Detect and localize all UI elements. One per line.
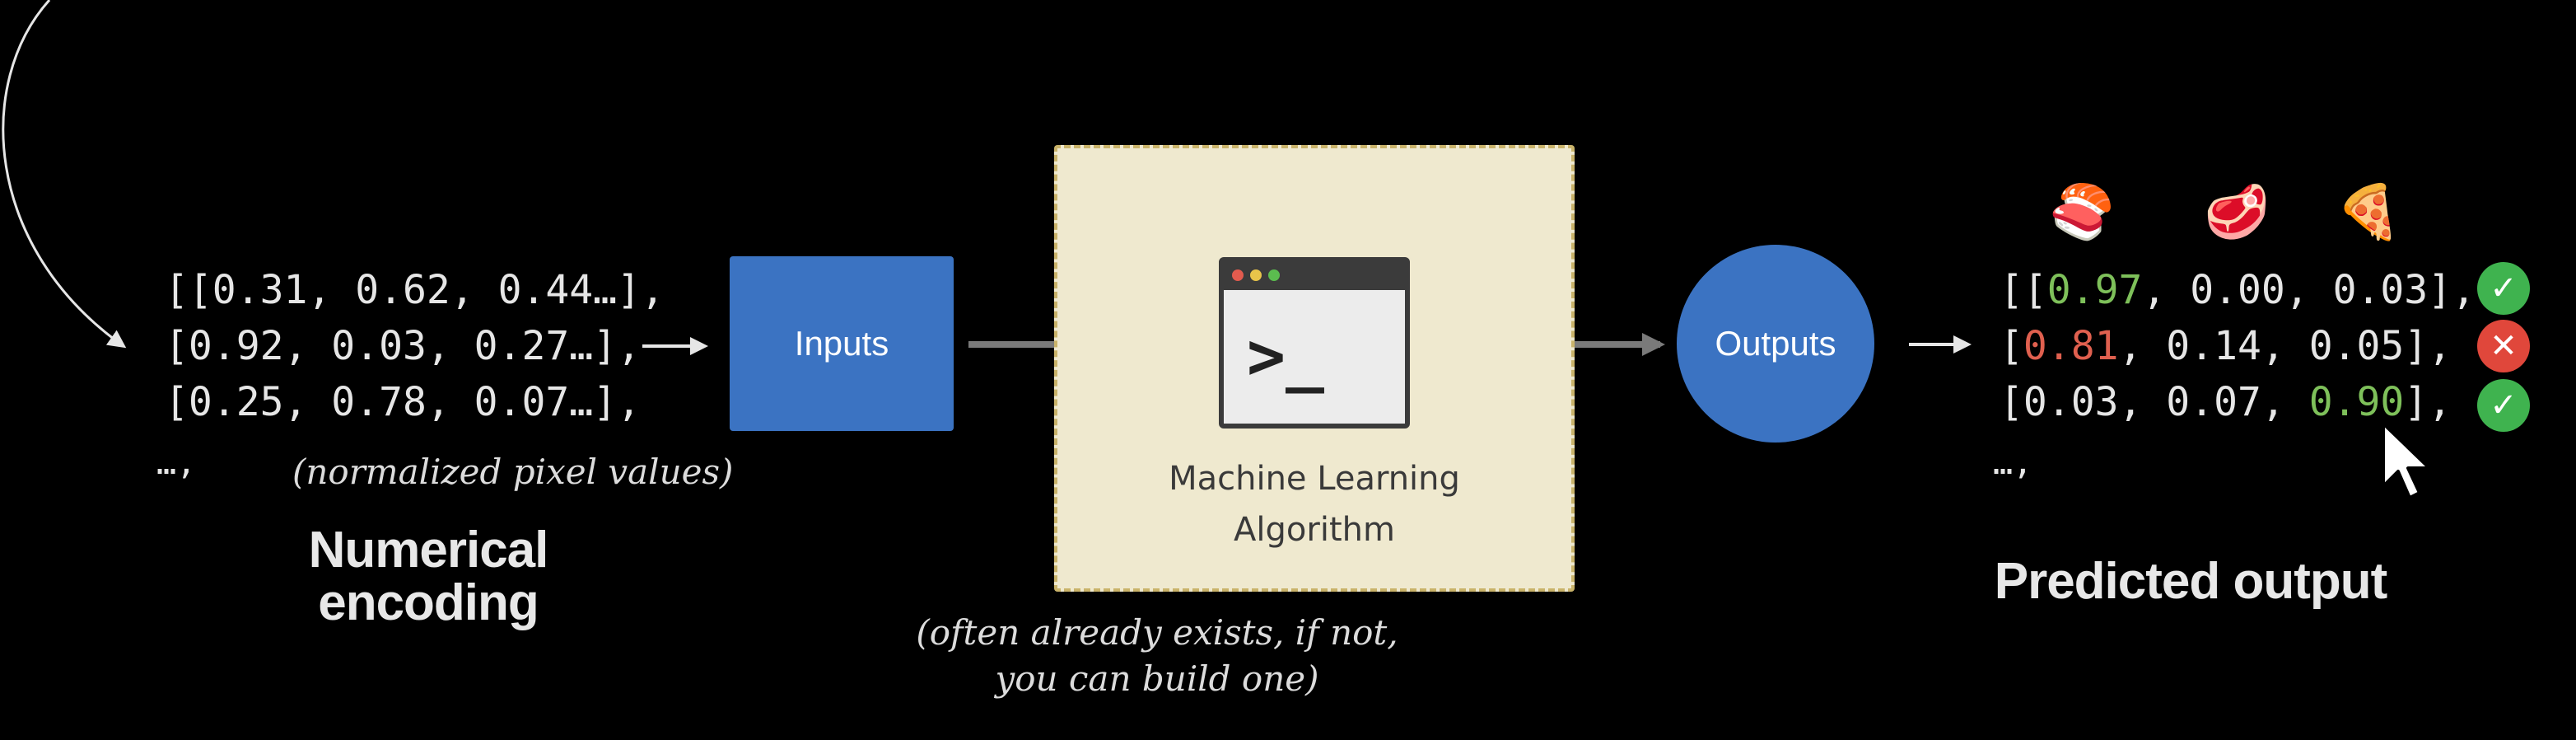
encoding-heading-line2: encoding	[318, 574, 539, 631]
algorithm-note-line2: you can build one)	[995, 658, 1319, 699]
cursor-icon	[2382, 422, 2431, 499]
row1-v3: 0.03	[2332, 267, 2429, 313]
row3-v3: 0.90	[2308, 379, 2405, 425]
encoding-note: (normalized pixel values)	[292, 452, 734, 492]
row3-close: ],	[2404, 379, 2452, 425]
row1-sep2: ,	[2284, 267, 2333, 313]
terminal-title-bar	[1224, 262, 1405, 290]
outputs-circle: Outputs	[1677, 245, 1874, 443]
cross-icon: ✕	[2477, 320, 2530, 372]
row2-close: ],	[2404, 323, 2452, 369]
row2-v1: 0.81	[2023, 323, 2119, 369]
terminal-icon: >_	[1219, 257, 1410, 429]
terminal-dot-yellow	[1250, 269, 1262, 281]
algorithm-note-line1: (often already exists, if not,	[916, 612, 1398, 653]
encoding-heading-line1: Numerical	[308, 522, 549, 578]
terminal-dot-green	[1268, 269, 1280, 281]
ml-label-line1: Machine Learning	[1169, 460, 1460, 498]
algorithm-note: (often already exists, if not, you can b…	[881, 610, 1433, 702]
inputs-box: Inputs	[730, 256, 954, 431]
row2-v2: 0.14	[2166, 323, 2261, 369]
row1-close: ],	[2428, 267, 2476, 313]
row1-v2: 0.00	[2190, 267, 2285, 313]
row2-sep2: ,	[2261, 323, 2309, 369]
inputs-label: Inputs	[794, 324, 889, 363]
encoding-ellipsis: …,	[156, 444, 197, 482]
predicted-ellipsis: …,	[1993, 444, 2033, 482]
check-icon: ✓	[2477, 262, 2530, 315]
row3-sep2: ,	[2261, 379, 2309, 425]
row2-v3: 0.05	[2308, 323, 2405, 369]
row2-sep1: ,	[2118, 323, 2167, 369]
ml-label-line2: Algorithm	[1234, 511, 1395, 549]
row2-open: [	[2000, 323, 2023, 369]
row3-v1: 0.03	[2023, 379, 2119, 425]
row3-sep1: ,	[2118, 379, 2167, 425]
check-icon: ✓	[2477, 379, 2530, 432]
encoding-row-2: [0.92, 0.03, 0.27…],	[165, 323, 641, 369]
encoding-heading: Numerical encoding	[214, 524, 642, 630]
outputs-label: Outputs	[1715, 324, 1836, 363]
encoding-row-3: [0.25, 0.78, 0.07…],	[165, 379, 641, 425]
curved-arrow	[2, 0, 127, 349]
row1-open: [[	[2000, 267, 2047, 313]
steak-icon: 🥩	[2204, 182, 2270, 243]
row3-v2: 0.07	[2166, 379, 2261, 425]
predicted-row-1: [[0.97, 0.00, 0.03],	[2000, 262, 2476, 318]
predicted-row-2: [0.81, 0.14, 0.05],	[2000, 318, 2452, 374]
row1-v1: 0.97	[2046, 267, 2143, 313]
predicted-heading: Predicted output	[1994, 553, 2388, 610]
terminal-dot-red	[1232, 269, 1244, 281]
pizza-icon: 🍕	[2336, 182, 2401, 243]
row3-open: [	[2000, 379, 2023, 425]
encoding-row-1: [[0.31, 0.62, 0.44…],	[165, 267, 665, 313]
ml-algorithm-label: Machine Learning Algorithm	[1054, 453, 1575, 555]
sushi-icon: 🍣	[2049, 182, 2115, 243]
predicted-row-3: [0.03, 0.07, 0.90],	[2000, 374, 2452, 430]
terminal-prompt: >_	[1247, 320, 1324, 394]
row1-sep1: ,	[2142, 267, 2191, 313]
